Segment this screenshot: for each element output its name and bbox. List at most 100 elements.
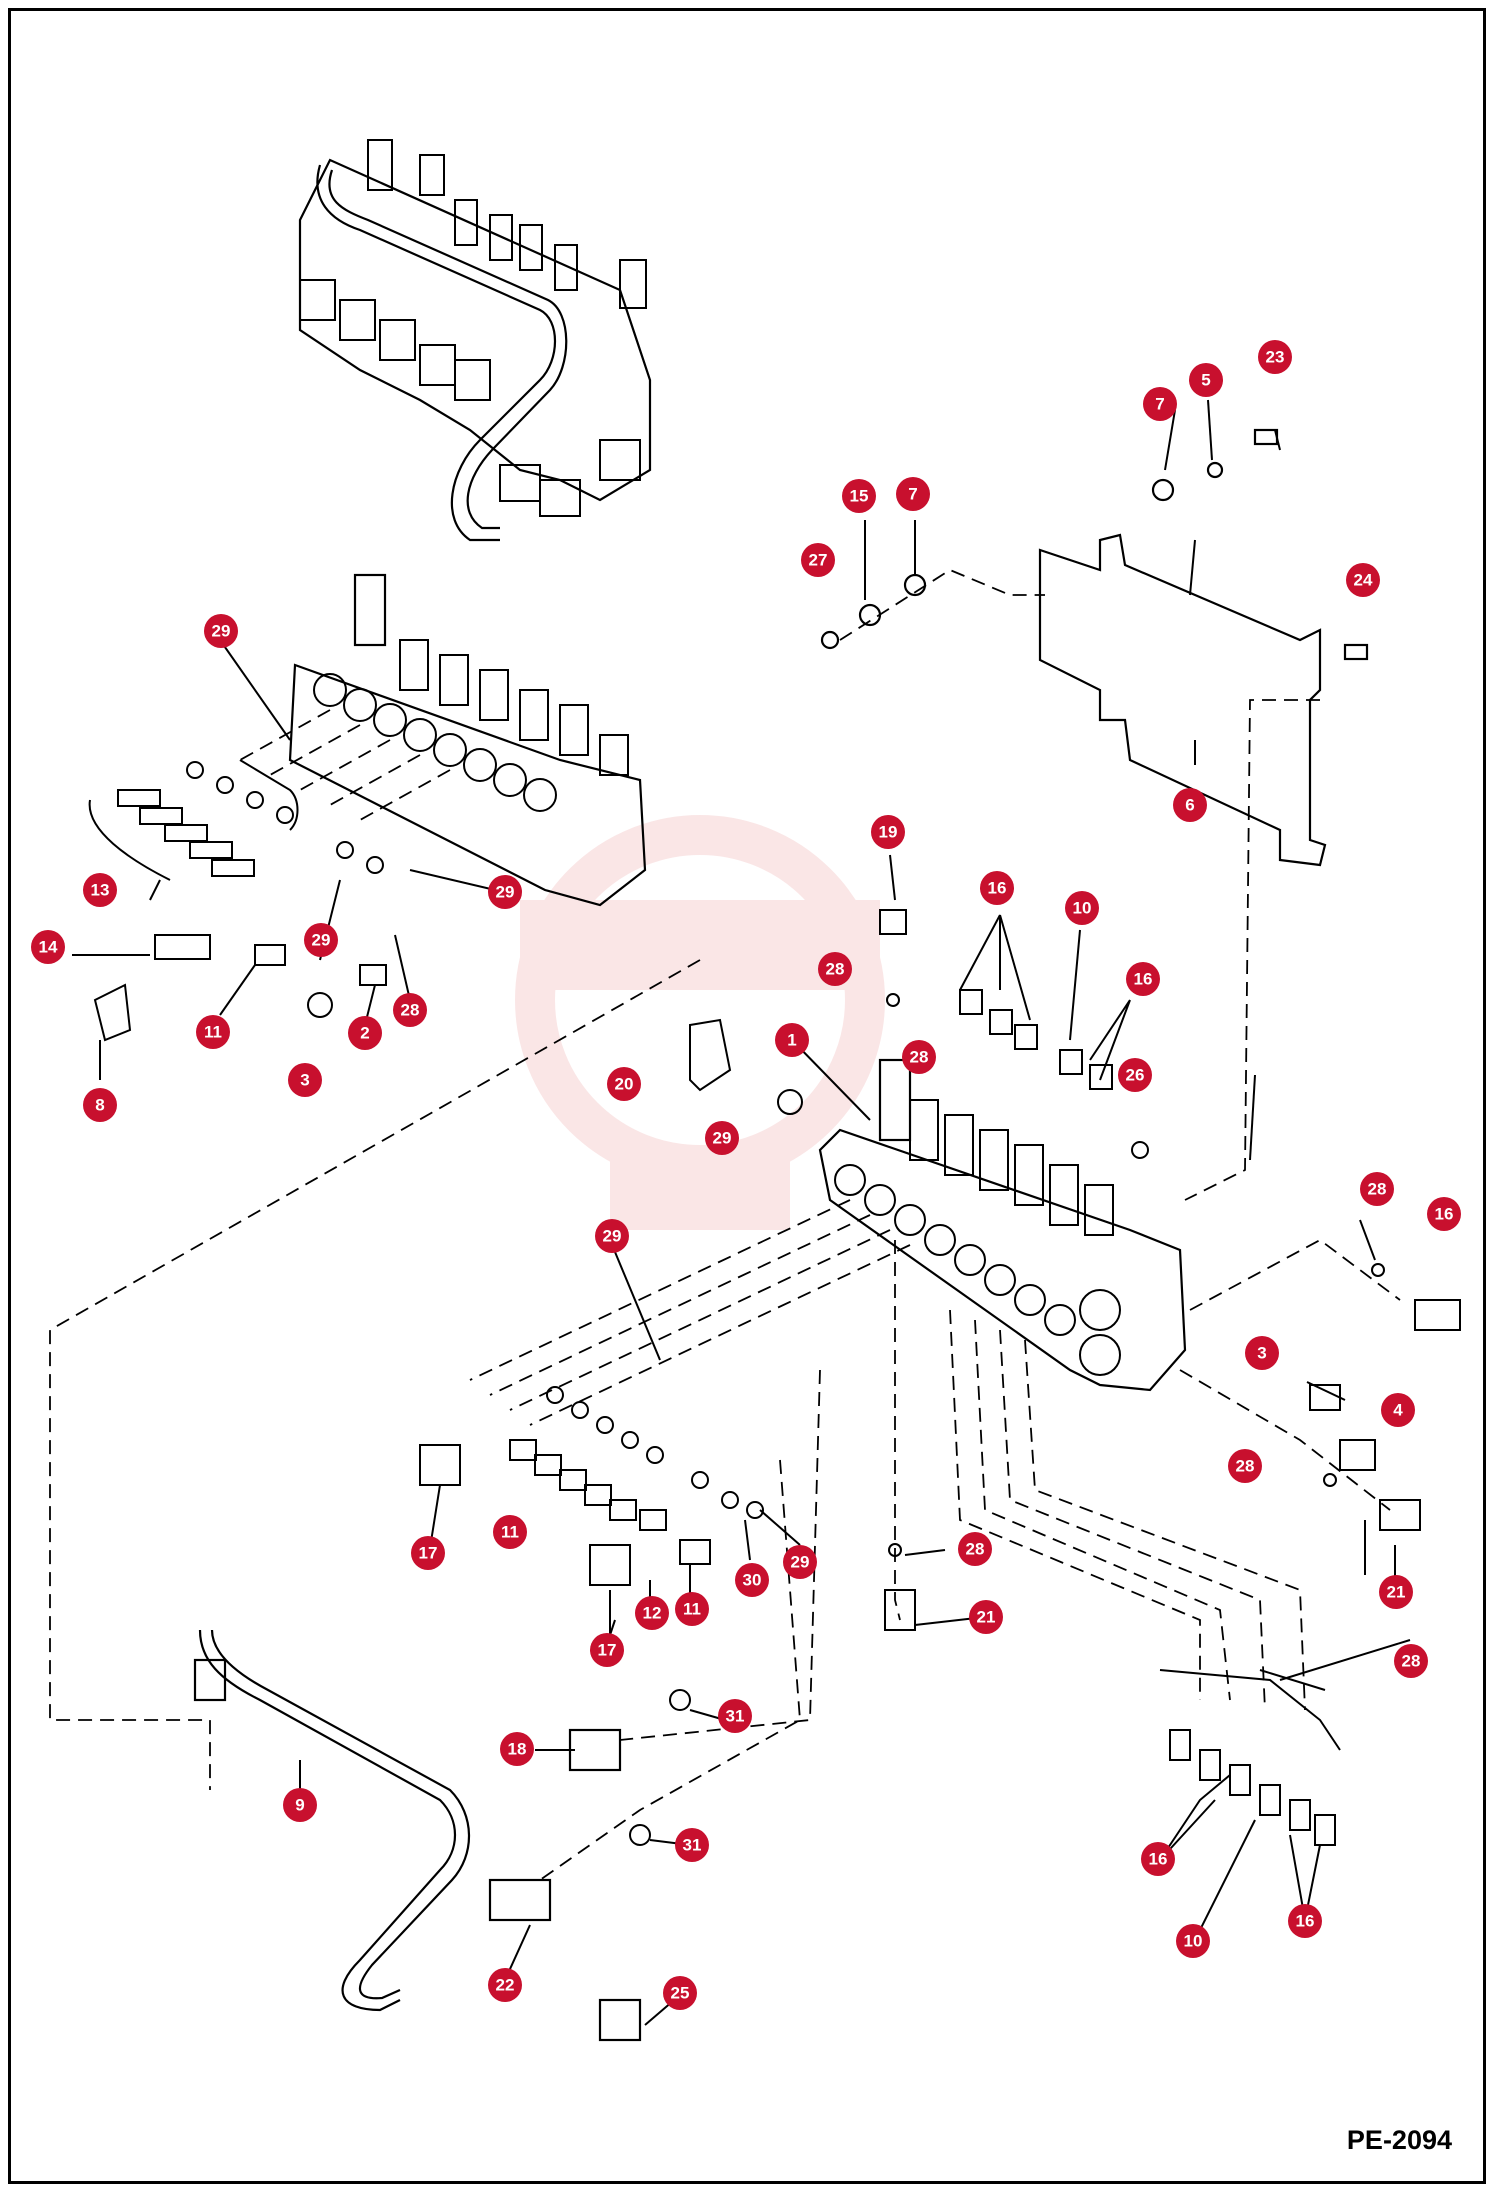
- svg-text:16: 16: [1149, 1850, 1168, 1869]
- svg-text:6: 6: [1185, 796, 1194, 815]
- drawing-border: [8, 8, 1486, 2184]
- callout-11c: 11: [675, 1592, 709, 1626]
- callout-17b: 17: [590, 1633, 624, 1667]
- callout-24: 24: [1346, 563, 1380, 597]
- svg-text:28: 28: [1236, 1457, 1255, 1476]
- callout-29d: 29: [705, 1121, 739, 1155]
- callout-14: 14: [31, 930, 65, 964]
- svg-text:21: 21: [977, 1608, 996, 1627]
- callout-27: 27: [801, 543, 835, 577]
- svg-text:16: 16: [1435, 1205, 1454, 1224]
- svg-text:30: 30: [743, 1571, 762, 1590]
- callout-29c: 29: [304, 923, 338, 957]
- svg-text:19: 19: [879, 823, 898, 842]
- svg-text:31: 31: [726, 1707, 745, 1726]
- callout-29: 29: [204, 614, 238, 648]
- assembled-valve-view: [298, 139, 652, 542]
- pipe-assembly: [193, 1629, 642, 2042]
- svg-text:28: 28: [1368, 1180, 1387, 1199]
- callout-7: 7: [1143, 387, 1177, 421]
- svg-text:1: 1: [787, 1031, 796, 1050]
- svg-text:18: 18: [508, 1740, 527, 1759]
- callout-11b: 11: [493, 1515, 527, 1549]
- callout-8: 8: [83, 1088, 117, 1122]
- callout-29b: 29: [488, 875, 522, 909]
- svg-text:8: 8: [95, 1096, 104, 1115]
- svg-text:10: 10: [1073, 899, 1092, 918]
- callout-16b: 16: [1126, 962, 1160, 996]
- svg-text:28: 28: [910, 1048, 929, 1067]
- svg-text:27: 27: [809, 551, 828, 570]
- svg-text:2: 2: [360, 1024, 369, 1043]
- svg-text:3: 3: [300, 1071, 309, 1090]
- callout-3: 3: [288, 1063, 322, 1097]
- callout-26: 26: [1118, 1058, 1152, 1092]
- callout-30: 30: [735, 1563, 769, 1597]
- svg-text:7: 7: [908, 485, 917, 504]
- mounting-bracket: [820, 428, 1369, 1201]
- svg-text:11: 11: [501, 1523, 519, 1542]
- svg-text:16: 16: [1296, 1912, 1315, 1931]
- callout-16: 16: [980, 871, 1014, 905]
- callout-17: 17: [411, 1536, 445, 1570]
- callout-31: 31: [718, 1699, 752, 1733]
- svg-text:29: 29: [496, 883, 515, 902]
- callout-28g: 28: [1394, 1644, 1428, 1678]
- callout-29f: 29: [783, 1545, 817, 1579]
- callout-16d: 16: [1141, 1842, 1175, 1876]
- svg-text:4: 4: [1393, 1401, 1403, 1420]
- left-exploded-valve-view: [88, 573, 647, 1042]
- svg-text:17: 17: [419, 1544, 438, 1563]
- callout-6: 6: [1173, 788, 1207, 822]
- document-id: PE-2094: [1346, 2125, 1452, 2155]
- callout-29e: 29: [595, 1219, 629, 1253]
- routing-lines: [49, 959, 1401, 1881]
- svg-text:20: 20: [615, 1075, 634, 1094]
- svg-text:23: 23: [1266, 348, 1285, 367]
- svg-text:29: 29: [713, 1129, 732, 1148]
- callout-16e: 16: [1288, 1904, 1322, 1938]
- callout-28d: 28: [1360, 1172, 1394, 1206]
- callout-10: 10: [1065, 891, 1099, 925]
- svg-text:9: 9: [295, 1796, 304, 1815]
- callout-13: 13: [83, 873, 117, 907]
- callout-2: 2: [348, 1016, 382, 1050]
- svg-text:7: 7: [1155, 395, 1164, 414]
- callout-9: 9: [283, 1788, 317, 1822]
- callout-10b: 10: [1176, 1924, 1210, 1958]
- callout-22: 22: [488, 1968, 522, 2002]
- svg-text:5: 5: [1201, 371, 1210, 390]
- callout-28f: 28: [958, 1532, 992, 1566]
- svg-text:28: 28: [401, 1001, 420, 1020]
- svg-text:11: 11: [204, 1023, 222, 1042]
- callout-25: 25: [663, 1976, 697, 2010]
- fittings: [419, 909, 1461, 1846]
- callout-28: 28: [393, 993, 427, 1027]
- callout-18: 18: [500, 1732, 534, 1766]
- svg-text:25: 25: [671, 1984, 690, 2003]
- svg-text:29: 29: [312, 931, 331, 950]
- callout-20: 20: [607, 1067, 641, 1101]
- callout-21: 21: [1379, 1575, 1413, 1609]
- svg-text:29: 29: [603, 1227, 622, 1246]
- svg-text:28: 28: [966, 1540, 985, 1559]
- svg-text:3: 3: [1257, 1344, 1266, 1363]
- svg-text:29: 29: [212, 622, 231, 641]
- svg-text:29: 29: [791, 1553, 810, 1572]
- svg-text:16: 16: [1134, 970, 1153, 989]
- callout-23: 23: [1258, 340, 1292, 374]
- svg-text:24: 24: [1354, 571, 1373, 590]
- callout-19: 19: [871, 815, 905, 849]
- callout-5: 5: [1189, 363, 1223, 397]
- callout-1: 1: [775, 1023, 809, 1057]
- main-control-valve: [818, 1058, 1187, 1392]
- svg-text:31: 31: [683, 1836, 702, 1855]
- callout-21b: 21: [969, 1600, 1003, 1634]
- svg-text:28: 28: [826, 960, 845, 979]
- svg-text:13: 13: [91, 881, 110, 900]
- callout-28e: 28: [1228, 1449, 1262, 1483]
- svg-text:10: 10: [1184, 1932, 1203, 1951]
- callout-28c: 28: [902, 1040, 936, 1074]
- svg-text:26: 26: [1126, 1066, 1145, 1085]
